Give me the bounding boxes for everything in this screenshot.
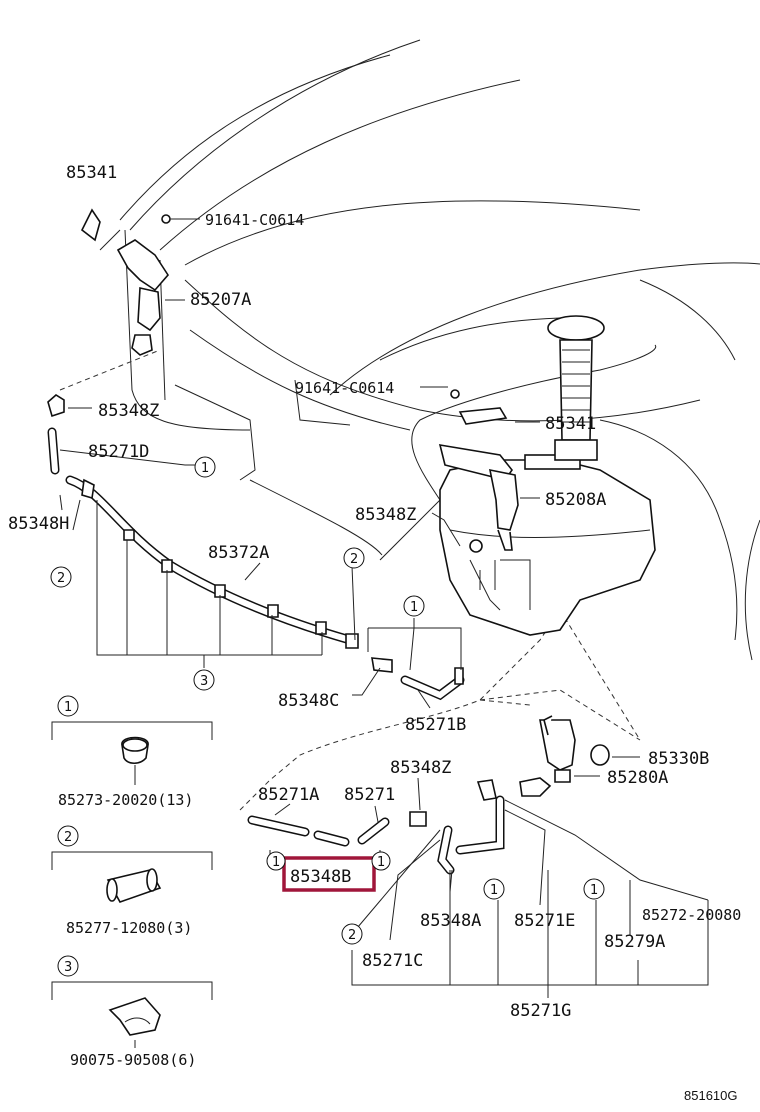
figure-code: 851610G xyxy=(684,1088,738,1103)
svg-text:1: 1 xyxy=(201,461,209,476)
callout-1-a: 1 xyxy=(194,456,216,478)
part-labels: 85341 91641-C0614 85207A 91641-C0614 853… xyxy=(8,163,741,1021)
legend-part-2: 85277-12080(3) xyxy=(66,919,192,937)
hose-85372a xyxy=(47,427,465,701)
label-85280a: 85280A xyxy=(607,768,668,788)
label-85348z-left: 85348Z xyxy=(98,401,159,421)
label-85271d: 85271D xyxy=(88,442,149,462)
svg-text:1: 1 xyxy=(490,883,498,898)
legend-part-3: 90075-90508(6) xyxy=(70,1051,196,1069)
label-91641-c0614-right: 91641-C0614 xyxy=(295,379,394,397)
lower-hoses xyxy=(247,795,505,875)
callout-3-a: 3 xyxy=(193,669,215,691)
label-85348c: 85348C xyxy=(278,691,339,711)
label-85348h: 85348H xyxy=(8,514,69,534)
right-nozzle xyxy=(438,389,519,553)
legend-clamp-1 xyxy=(121,736,149,785)
vehicle-body-outline xyxy=(59,39,760,811)
callout-2-b: 2 xyxy=(343,547,365,569)
svg-text:1: 1 xyxy=(377,855,385,870)
label-85348b: 85348B xyxy=(290,867,351,887)
callout-circles: 1 2 2 1 3 1 1 1 1 2 xyxy=(50,456,605,945)
svg-text:2: 2 xyxy=(57,571,65,586)
label-85341-right: 85341 xyxy=(545,414,596,434)
washer-pump xyxy=(476,715,610,801)
callout-2-a: 2 xyxy=(50,566,72,588)
legend-num-1: 1 xyxy=(57,695,79,717)
left-nozzle xyxy=(47,208,171,418)
label-85341-left: 85341 xyxy=(66,163,117,183)
leader-lines xyxy=(59,218,709,941)
callout-1-f: 1 xyxy=(583,878,605,900)
callout-1-c: 1 xyxy=(266,851,286,871)
label-91641-c0614-left: 91641-C0614 xyxy=(205,211,304,229)
label-85272-20080: 85272-20080 xyxy=(642,906,741,924)
washer-reservoir xyxy=(439,454,656,636)
label-85348z-mid: 85348Z xyxy=(355,505,416,525)
legend-num-3: 3 xyxy=(57,955,79,977)
svg-text:1: 1 xyxy=(272,855,280,870)
label-85208a: 85208A xyxy=(545,490,606,510)
callout-2-c: 2 xyxy=(341,923,363,945)
svg-text:2: 2 xyxy=(348,928,356,943)
label-85207a: 85207A xyxy=(190,290,251,310)
label-85271c: 85271C xyxy=(362,951,423,971)
label-85348z-lower: 85348Z xyxy=(390,758,451,778)
label-85271b: 85271B xyxy=(405,715,466,735)
label-85330b: 85330B xyxy=(648,749,709,769)
label-85271g: 85271G xyxy=(510,1001,571,1021)
legend-part-1: 85273-20020(13) xyxy=(58,791,193,809)
bracket-lines xyxy=(96,500,709,998)
callout-1-e: 1 xyxy=(483,878,505,900)
label-85271: 85271 xyxy=(344,785,395,805)
svg-text:2: 2 xyxy=(350,552,358,567)
highlight-box-85348b[interactable] xyxy=(282,856,376,892)
filler-neck xyxy=(458,315,605,461)
svg-text:3: 3 xyxy=(200,674,208,689)
label-85271e: 85271E xyxy=(514,911,575,931)
svg-text:1: 1 xyxy=(590,883,598,898)
svg-text:1: 1 xyxy=(410,600,418,615)
callout-1-d: 1 xyxy=(371,851,391,871)
legend-clip-3 xyxy=(108,997,161,1048)
legend-brackets xyxy=(51,721,213,1000)
label-85279a: 85279A xyxy=(604,932,665,952)
label-85372a: 85372A xyxy=(208,543,269,563)
svg-text:3: 3 xyxy=(64,960,72,975)
callout-1-b: 1 xyxy=(403,595,425,617)
legend: 1 85273-20020(13) 2 85277-12080(3) 3 900… xyxy=(57,695,196,1069)
svg-text:1: 1 xyxy=(64,700,72,715)
legend-sleeve-2 xyxy=(106,868,162,903)
svg-text:2: 2 xyxy=(64,830,72,845)
label-85271a: 85271A xyxy=(258,785,319,805)
legend-num-2: 2 xyxy=(57,825,79,847)
label-85348a: 85348A xyxy=(420,911,481,931)
